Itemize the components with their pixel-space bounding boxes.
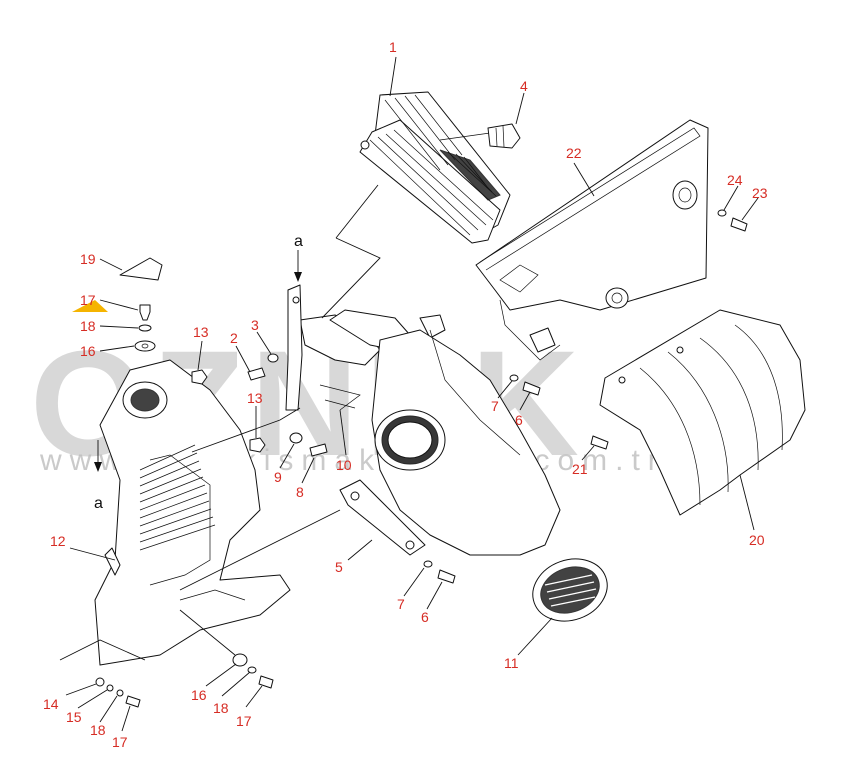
callout-16: 16 [191, 687, 207, 703]
callout-18: 18 [90, 722, 106, 738]
round-lamp-11 [532, 558, 608, 622]
callout-6: 6 [421, 609, 429, 625]
callout-22: 22 [566, 145, 582, 161]
callout-1: 1 [389, 39, 397, 55]
callout-16: 16 [80, 343, 96, 359]
front-cowl-12 [94, 359, 291, 666]
callout-13: 13 [193, 324, 209, 340]
reference-mark-a: a [294, 233, 303, 250]
callout-5: 5 [335, 559, 343, 575]
callouts: 1 2 3 4 5 6 6 7 7 8 9 10 11 12 13 13 14 … [43, 39, 768, 750]
callout-18: 18 [80, 318, 96, 334]
callout-13: 13 [247, 390, 263, 406]
callout-17: 17 [236, 713, 252, 729]
callout-4: 4 [520, 78, 528, 94]
fasteners [95, 209, 748, 708]
callout-20: 20 [749, 532, 765, 548]
callout-17: 17 [112, 734, 128, 750]
reference-arrow-top: a [294, 233, 303, 282]
callout-9: 9 [274, 469, 282, 485]
callout-19: 19 [80, 251, 96, 267]
callout-8: 8 [296, 484, 304, 500]
callout-7: 7 [397, 596, 405, 612]
callout-24: 24 [727, 172, 743, 188]
rear-fender-20 [599, 309, 806, 516]
callout-14: 14 [43, 696, 59, 712]
callout-23: 23 [752, 185, 768, 201]
callout-3: 3 [251, 317, 259, 333]
callout-11: 11 [504, 655, 519, 671]
watermark-accent-icon [72, 300, 108, 312]
bulb-part [439, 123, 521, 149]
callout-10: 10 [336, 457, 352, 473]
callout-18: 18 [213, 700, 229, 716]
headlamp-part [359, 91, 511, 244]
callout-12: 12 [50, 533, 66, 549]
cap-19 [119, 257, 163, 281]
callout-21: 21 [572, 461, 588, 477]
center-cowl [371, 329, 561, 556]
leader-lines [59, 56, 759, 732]
reference-arrow-left: a [94, 440, 103, 512]
callout-6: 6 [515, 412, 523, 428]
callout-2: 2 [230, 330, 238, 346]
bracket-5 [339, 479, 426, 556]
callout-15: 15 [66, 709, 82, 725]
reference-mark-a: a [94, 495, 103, 512]
callout-7: 7 [491, 398, 499, 414]
side-panel-22 [475, 119, 709, 361]
callout-17: 17 [80, 292, 96, 308]
